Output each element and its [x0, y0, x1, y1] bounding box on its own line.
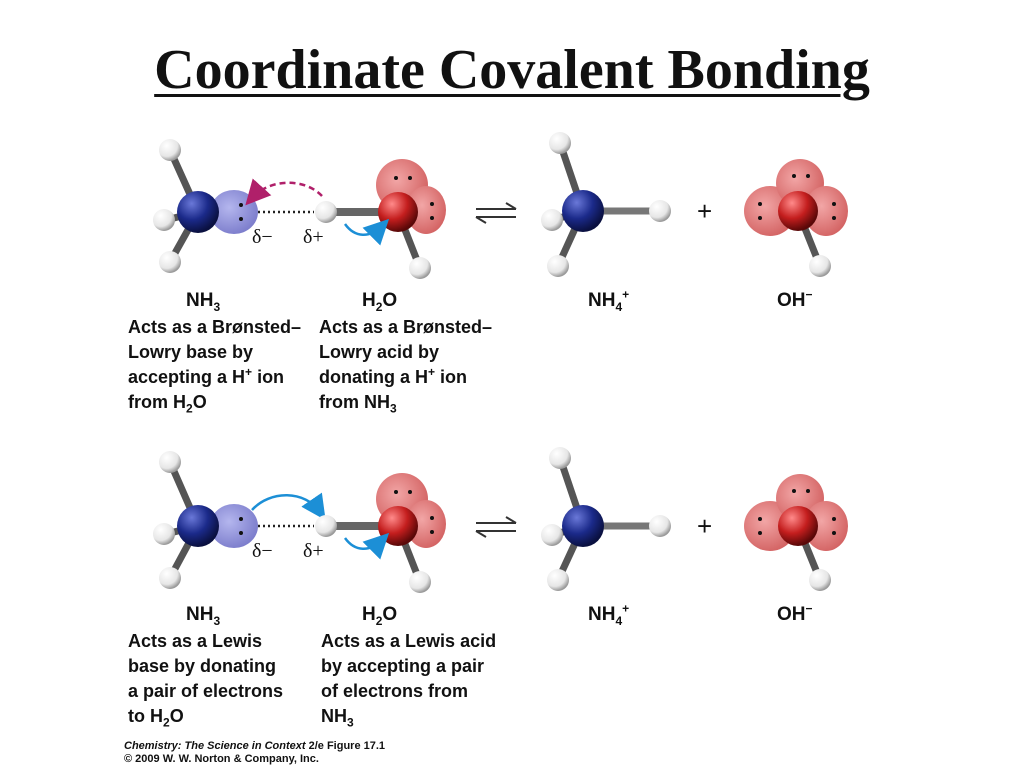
electron-pair-donation-arrow	[251, 492, 326, 521]
oxygen-atom	[378, 192, 418, 232]
oxygen-atom	[778, 191, 818, 231]
row1-oh-label: OH−	[777, 287, 813, 311]
hydrogen-atom	[159, 451, 181, 473]
hydrogen-atom	[159, 567, 181, 589]
delta-plus-label: δ+	[303, 540, 324, 562]
hydrogen-atom	[409, 257, 431, 279]
row2-nh4-label: NH4+	[588, 601, 630, 628]
hydrogen-atom	[315, 201, 337, 223]
hydrogen-atom	[159, 251, 181, 273]
hydrogen-atom	[549, 447, 571, 469]
hydrogen-atom	[541, 524, 563, 546]
hydrogen-atom	[153, 523, 175, 545]
hydrogen-atom	[547, 569, 569, 591]
row1-right-description: Acts as a Brønsted– Lowry acid by donati…	[319, 317, 493, 416]
nitrogen-atom	[177, 505, 219, 547]
hydrogen-atom	[649, 515, 671, 537]
oxygen-atom	[778, 506, 818, 546]
row1-nh3-molecule	[153, 139, 258, 273]
row2-nh4-molecule	[541, 447, 671, 591]
row1-nh4-molecule	[541, 132, 671, 277]
equilibrium-arrow	[475, 516, 517, 538]
nitrogen-atom	[562, 190, 604, 232]
row2-h2o-molecule	[315, 473, 446, 593]
row1-left-description: Acts as a Brønsted– Lowry base by accept…	[128, 317, 302, 416]
row1-nh4-label: NH4+	[588, 287, 630, 314]
plus-sign: +	[697, 196, 712, 226]
hydrogen-atom	[159, 139, 181, 161]
hydrogen-atom	[409, 571, 431, 593]
figure-credit: Chemistry: The Science in Context 2/e Fi…	[124, 740, 386, 765]
row2-h2o-label: H2O	[362, 604, 398, 628]
oxygen-lone-pair-lobe	[406, 186, 446, 234]
row2-nh3-molecule	[153, 451, 258, 589]
delta-plus-label: δ+	[303, 226, 324, 248]
hydrogen-atom	[315, 515, 337, 537]
lone-pair-dot	[239, 217, 243, 221]
row2-oh-molecule	[744, 474, 848, 591]
hydrogen-atom	[809, 255, 831, 277]
hydrogen-atom	[547, 255, 569, 277]
nitrogen-atom	[177, 191, 219, 233]
row1-oh-molecule	[744, 159, 848, 277]
row2-left-description: Acts as a Lewis base by donating a pair …	[128, 631, 284, 730]
oxygen-atom	[378, 506, 418, 546]
row1-nh3-label: NH3	[186, 290, 221, 314]
page-title: Coordinate Covalent Bonding	[154, 39, 870, 101]
hydrogen-atom	[809, 569, 831, 591]
hydrogen-atom	[153, 209, 175, 231]
nitrogen-atom	[562, 505, 604, 547]
row2-oh-label: OH−	[777, 601, 813, 625]
row2-right-description: Acts as a Lewis acid by accepting a pair…	[321, 631, 497, 730]
hydrogen-atom	[549, 132, 571, 154]
hydrogen-atom	[541, 209, 563, 231]
delta-minus-label: δ−	[252, 226, 273, 248]
equilibrium-arrow	[475, 202, 517, 224]
plus-sign: +	[697, 511, 712, 541]
row2-nh3-label: NH3	[186, 604, 221, 628]
delta-minus-label: δ−	[252, 540, 273, 562]
row1-h2o-molecule	[315, 159, 446, 279]
lone-pair-dot	[239, 203, 243, 207]
hydrogen-atom	[649, 200, 671, 222]
row1-h2o-label: H2O	[362, 290, 398, 314]
proton-transfer-arrow	[245, 178, 323, 206]
